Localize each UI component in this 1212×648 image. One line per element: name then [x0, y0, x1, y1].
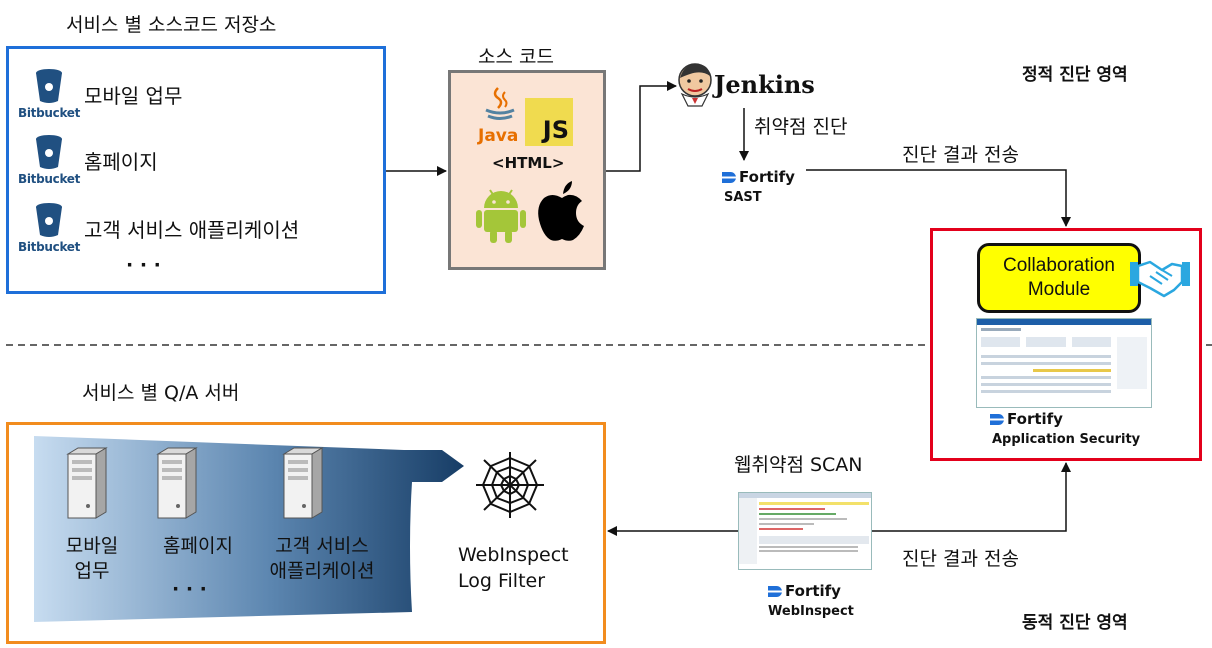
- appsec-fortify-logo: Fortify: [990, 410, 1063, 428]
- webinspect-screenshot-thumbnail: [738, 492, 872, 570]
- server-label-line: 업무: [74, 560, 110, 582]
- server-icon: [64, 446, 108, 526]
- qa-title: 서비스 별 Q/A 서버: [82, 382, 240, 404]
- appsec-brand: Fortify: [1007, 410, 1063, 428]
- sast-product: SAST: [724, 190, 762, 205]
- server-label-mobile: 모바일 업무: [52, 534, 132, 584]
- server-label-line: 홈페이지: [163, 535, 233, 557]
- bitbucket-logo: Bitbucket: [18, 134, 80, 186]
- collab-line1: Collaboration: [1003, 255, 1115, 277]
- qa-ellipsis: · · ·: [172, 578, 207, 600]
- server-label-line: 애플리케이션: [269, 560, 375, 582]
- repo-label: 홈페이지: [84, 149, 158, 174]
- traffic-fan: [34, 436, 464, 622]
- repo-item-homepage: Bitbucket 홈페이지: [18, 134, 158, 186]
- fortify-icon: [990, 413, 1004, 425]
- appsec-product: Application Security: [992, 432, 1141, 447]
- server-label-line: 모바일: [65, 535, 119, 557]
- source-title: 소스 코드: [478, 46, 554, 68]
- repo-item-customer-app: Bitbucket 고객 서비스 애플리케이션: [18, 202, 299, 254]
- android-icon: [474, 186, 528, 248]
- webinspect-fortify-logo: Fortify: [768, 582, 841, 600]
- repos-ellipsis: · · ·: [126, 254, 161, 276]
- webinspect-filter-line1: WebInspect: [458, 544, 569, 566]
- static-region-label: 정적 진단 영역: [1022, 65, 1128, 85]
- bitbucket-logo: Bitbucket: [18, 68, 80, 120]
- bitbucket-logo-text: Bitbucket: [18, 240, 81, 254]
- arrow-source-to-jenkins: [606, 81, 677, 172]
- repo-item-mobile: Bitbucket 모바일 업무: [18, 68, 182, 120]
- jenkins-icon: [676, 62, 714, 112]
- arrow-sast-to-appsec: [806, 169, 1071, 227]
- web-scan-label: 웹취약점 SCAN: [734, 454, 863, 476]
- java-cup-icon: [478, 86, 522, 126]
- appsec-dashboard-thumbnail: [976, 318, 1152, 408]
- repos-box: [6, 46, 386, 294]
- webinspect-filter-line2: Log Filter: [458, 570, 546, 592]
- collaboration-module: Collaboration Module: [977, 243, 1141, 313]
- repo-label: 고객 서비스 애플리케이션: [84, 217, 300, 242]
- collab-line2: Module: [1027, 279, 1091, 300]
- jenkins-name: Jenkins: [714, 70, 815, 99]
- dynamic-region-label: 동적 진단 영역: [1022, 613, 1128, 633]
- send-result-top: 진단 결과 전송: [902, 144, 1019, 166]
- bitbucket-logo-text: Bitbucket: [18, 106, 81, 120]
- html-label: <HTML>: [492, 154, 565, 172]
- bitbucket-icon: [36, 203, 62, 237]
- server-label-line: 고객 서비스: [275, 535, 369, 557]
- repos-title: 서비스 별 소스코드 저장소: [66, 14, 277, 36]
- webinspect-product: WebInspect: [768, 604, 854, 619]
- server-icon: [154, 446, 198, 526]
- handshake-icon: [1128, 250, 1192, 304]
- sast-brand: Fortify: [739, 168, 795, 186]
- bitbucket-icon: [36, 135, 62, 169]
- java-label: Java: [478, 126, 519, 146]
- arrow-webinspect-to-appsec: [872, 462, 1071, 532]
- server-label-homepage: 홈페이지: [148, 534, 248, 559]
- repo-label: 모바일 업무: [84, 83, 183, 108]
- server-label-customer-app: 고객 서비스 애플리케이션: [254, 534, 390, 584]
- apple-icon: [536, 180, 588, 246]
- webinspect-brand: Fortify: [785, 582, 841, 600]
- server-icon: [280, 446, 324, 526]
- sast-fortify-logo: Fortify: [722, 168, 795, 186]
- static-scan-label: 취약점 진단: [754, 116, 848, 138]
- js-badge: JS: [525, 98, 573, 146]
- spider-web-icon: [474, 450, 546, 524]
- bitbucket-icon: [36, 69, 62, 103]
- fortify-icon: [768, 585, 782, 597]
- bitbucket-logo-text: Bitbucket: [18, 172, 81, 186]
- fortify-icon: [722, 171, 736, 183]
- send-result-bottom: 진단 결과 전송: [902, 548, 1019, 570]
- bitbucket-logo: Bitbucket: [18, 202, 80, 254]
